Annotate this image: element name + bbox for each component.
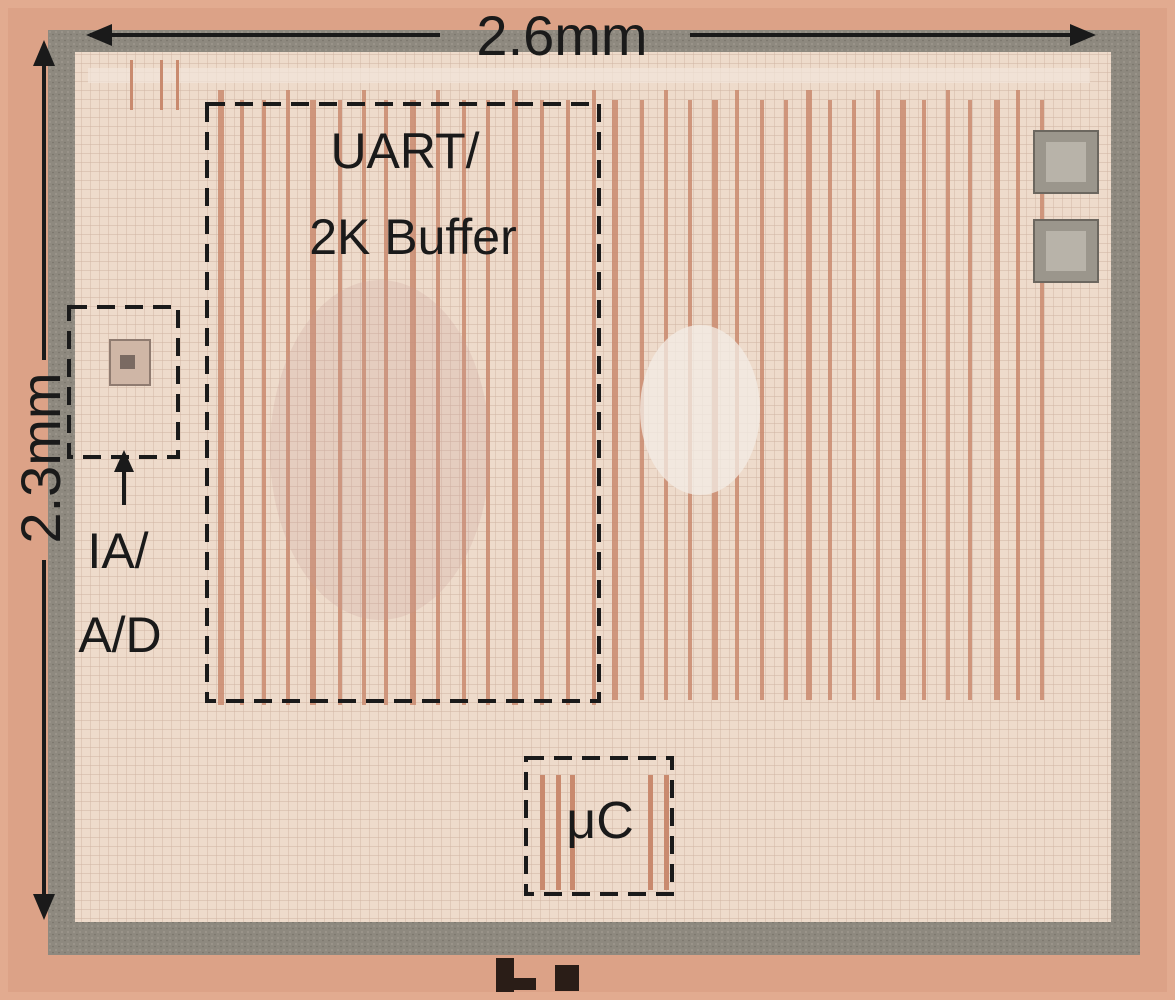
metal-trace <box>612 100 618 700</box>
metal-trace <box>218 90 224 705</box>
metal-trace <box>806 90 812 700</box>
metal-trace <box>852 100 856 700</box>
metal-trace <box>362 90 366 705</box>
uc-outline <box>524 756 674 896</box>
metal-trace <box>566 100 570 705</box>
metal-trace <box>436 90 440 705</box>
metal-trace <box>512 90 518 705</box>
metal-lines <box>130 60 1044 890</box>
metal-trace <box>648 775 653 890</box>
metal-trace <box>994 100 1000 700</box>
die-mark-3 <box>555 965 579 991</box>
metal-trace <box>176 60 179 110</box>
uart-buffer-outline <box>205 102 601 703</box>
metal-trace <box>384 100 388 705</box>
metal-trace <box>486 100 490 705</box>
metal-trace <box>922 100 926 700</box>
metal-trace <box>876 90 880 700</box>
bright-region <box>640 325 760 495</box>
die-mark-1 <box>496 958 514 992</box>
ia-ad-pointer-head <box>114 450 134 472</box>
metal-trace <box>784 100 788 700</box>
buffer-array-tint <box>270 280 490 620</box>
metal-trace <box>1040 100 1044 700</box>
metal-trace <box>900 100 906 700</box>
metal-trace <box>828 100 832 700</box>
metal-trace <box>1016 90 1020 700</box>
height-arrow-bottom <box>33 894 55 920</box>
width-arrow-left <box>86 24 112 46</box>
height-label: 2.3mm <box>9 372 72 543</box>
bond-pad-1-opening <box>1046 142 1086 182</box>
metal-trace <box>160 60 163 110</box>
ia-ad-core <box>120 355 135 369</box>
metal-trace <box>286 90 290 705</box>
metal-trace <box>946 90 950 700</box>
metal-trace <box>262 100 266 705</box>
height-arrow-top <box>33 40 55 66</box>
width-arrow-right <box>1070 24 1096 46</box>
metal-trace <box>130 60 133 110</box>
metal-trace <box>664 775 669 890</box>
ia-ad-label-line2: A/D <box>78 607 161 663</box>
metal-trace <box>556 775 561 890</box>
uc-label: μC <box>566 792 634 850</box>
uart-label-line1: UART/ <box>330 123 479 179</box>
bond-pad-1 <box>1033 130 1099 194</box>
metal-trace <box>310 100 316 705</box>
top-rail <box>88 68 1090 83</box>
metal-trace <box>592 90 596 705</box>
width-label: 2.6mm <box>476 4 647 67</box>
metal-trace <box>338 100 342 705</box>
uart-label-line2: 2K Buffer <box>309 209 517 265</box>
metal-trace <box>240 100 244 705</box>
bond-pad-2-opening <box>1046 231 1086 271</box>
metal-trace <box>760 100 764 700</box>
metal-trace <box>570 775 575 890</box>
ia-ad-label-line1: IA/ <box>87 523 148 579</box>
metal-trace <box>410 100 416 705</box>
metal-trace <box>540 100 544 705</box>
metal-trace <box>540 775 545 890</box>
metal-trace <box>462 100 466 705</box>
die-mark-2 <box>510 978 536 990</box>
metal-trace <box>968 100 972 700</box>
